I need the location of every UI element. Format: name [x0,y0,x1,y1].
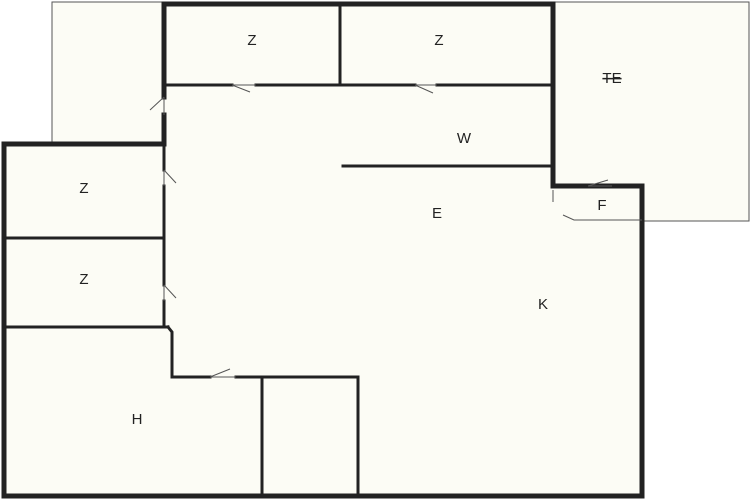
outer-wall [1,1,645,499]
floor-areas [4,1,750,496]
room-label-e: E [432,205,442,222]
room-label-w: W [457,130,472,147]
room-label-te: TE [602,70,621,87]
walls [1,1,645,499]
room-label-z-top-right: Z [434,32,443,49]
partitions [2,2,644,498]
room-label-z-left-upper: Z [79,180,88,197]
room-label-k: K [538,296,548,313]
door-h-room [209,368,236,378]
main-floor [4,4,642,496]
room-label-z-left-lower: Z [79,271,88,288]
door-f-room [587,179,612,187]
room-label-z-top-left: Z [247,32,256,49]
room-label-f: F [597,197,606,214]
annex-top-left-floor [51,1,165,143]
door-left-lower-room [163,284,177,301]
wall-h-room [165,324,212,379]
doors [149,84,642,378]
door-top-left-room [231,84,256,93]
room-labels: Z Z TE W Z Z E F K H [79,32,621,428]
door-top-right-room [414,84,437,94]
room-label-h: H [132,411,143,428]
door-f-annex [552,190,642,221]
door-left-upper-room [163,169,177,186]
door-annex-left [149,96,165,115]
